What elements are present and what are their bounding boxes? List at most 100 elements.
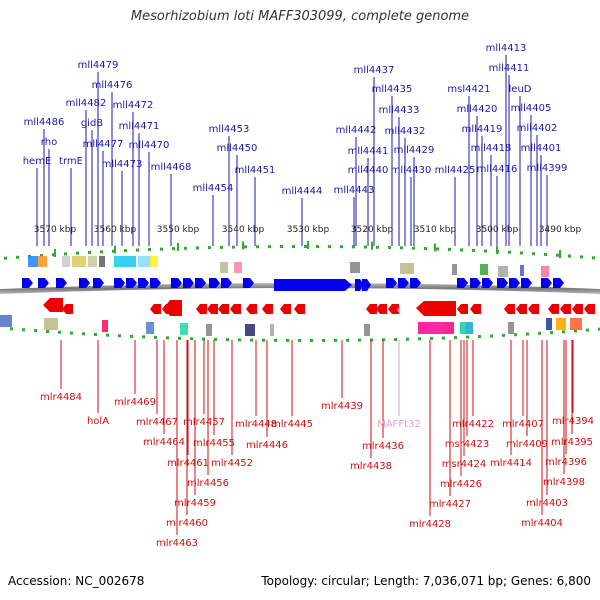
gene-label-gidb: gidB	[81, 118, 103, 129]
gene-label-mll4468: mll4468	[151, 162, 192, 173]
reverse-gene-arrow	[246, 304, 257, 314]
genome-title: Mesorhizobium loti MAFF303099, complete …	[130, 9, 470, 24]
scale-label-3540-kbp: 3540 kbp	[222, 225, 265, 235]
gene-label-mlr4467: mlr4467	[136, 417, 178, 428]
ring-dot	[376, 245, 379, 249]
scale-label-3530-kbp: 3530 kbp	[287, 225, 330, 235]
gene-label-mll4419: mll4419	[462, 124, 503, 135]
scale-label-3560-kbp: 3560 kbp	[94, 225, 137, 235]
feature-block	[150, 256, 158, 267]
ring-dot	[202, 337, 205, 341]
gene-label-mll4411: mll4411	[489, 63, 530, 74]
scale-label-3510-kbp: 3510 kbp	[414, 225, 457, 235]
gene-label-mlr4446: mlr4446	[246, 440, 288, 451]
forward-gene-arrow	[126, 278, 137, 288]
scale-label-3520-kbp: 3520 kbp	[351, 225, 394, 235]
feature-block	[99, 256, 105, 267]
forward-leader-lines	[36, 55, 548, 246]
gene-label-mll4402: mll4402	[517, 123, 558, 134]
outer-dotted-ring	[4, 245, 595, 260]
ring-dot	[460, 248, 463, 252]
reverse-gene-labels: mlr4484holAmlr4469mlr4467mlr4464mlr4461m…	[40, 392, 594, 549]
forward-gene-arrow	[114, 278, 125, 288]
reverse-gene-arrow	[528, 304, 539, 314]
forward-gene-arrow	[221, 278, 232, 288]
gene-label-mlr4396: mlr4396	[545, 457, 587, 468]
forward-gene-arrow	[150, 278, 161, 288]
ring-dot	[214, 337, 217, 341]
gene-label-mll4420: mll4420	[457, 104, 498, 115]
feature-block	[138, 256, 150, 267]
ring-dot	[316, 245, 319, 249]
ring-dot	[76, 251, 79, 255]
reverse-gene-large	[416, 301, 456, 316]
ring-dot	[478, 335, 481, 339]
forward-gene-arrow	[56, 278, 67, 288]
ring-dot	[298, 338, 301, 342]
gene-label-mafft32: MAFFt32	[377, 419, 421, 430]
ring-dot	[508, 250, 511, 254]
gene-label-mlr4404: mlr4404	[521, 518, 563, 529]
ring-dot	[112, 249, 115, 253]
gene-label-msr4424: msr4424	[442, 459, 487, 470]
feature-block	[452, 264, 457, 275]
reverse-gene-large	[164, 300, 182, 316]
reverse-feature-blocks	[0, 315, 582, 336]
ring-dot	[418, 337, 421, 341]
gene-label-mll4418: mll4418	[471, 143, 512, 154]
scale-label-3550-kbp: 3550 kbp	[157, 225, 200, 235]
ring-dot	[52, 253, 55, 257]
reverse-gene-arrow	[548, 304, 559, 314]
ring-dot	[550, 331, 553, 335]
forward-gene-arrow	[541, 278, 552, 288]
gene-label-mll4430: mll4430	[391, 165, 432, 176]
ring-dot	[142, 335, 145, 339]
gene-label-mll4444: mll4444	[282, 186, 323, 197]
reverse-gene-arrow	[207, 304, 218, 314]
gene-label-mll4470: mll4470	[129, 140, 170, 151]
forward-feature-blocks	[28, 256, 549, 277]
ring-dot	[172, 247, 175, 251]
gene-label-mll4477: mll4477	[83, 139, 124, 150]
feature-block	[418, 322, 444, 334]
ring-dot	[532, 252, 535, 256]
ring-dot	[598, 327, 600, 331]
ring-dot	[322, 338, 325, 342]
ring-dot	[256, 245, 259, 249]
feature-block	[460, 322, 467, 334]
forward-gene-arrow	[38, 278, 49, 288]
gene-label-mll4433: mll4433	[379, 105, 420, 116]
feature-block	[72, 256, 86, 267]
accession-text: Accession: NC_002678	[8, 574, 145, 588]
ring-dot	[274, 338, 277, 342]
gene-label-mll4482: mll4482	[66, 98, 107, 109]
gene-label-mlr4395: mlr4395	[551, 437, 593, 448]
ring-dot	[148, 248, 151, 252]
gene-label-mlr4452: mlr4452	[211, 458, 253, 469]
gene-label-mll4416: mll4416	[477, 164, 518, 175]
feature-block	[0, 315, 12, 327]
feature-block	[520, 265, 524, 276]
ring-dot	[106, 333, 109, 337]
ring-dot	[580, 255, 583, 259]
gene-label-msl4421: msl4421	[447, 84, 490, 95]
reverse-gene-arrow	[230, 304, 241, 314]
forward-gene-arrow	[171, 278, 182, 288]
ring-dot	[40, 254, 43, 258]
forward-gene-arrow	[497, 278, 508, 288]
reverse-gene-arrow	[150, 304, 161, 314]
ring-dot	[394, 337, 397, 341]
gene-label-mll4473: mll4473	[102, 159, 143, 170]
feature-block	[444, 322, 454, 334]
ring-dot	[70, 331, 73, 335]
ring-dot	[346, 338, 349, 342]
reverse-gene-arrow	[280, 304, 291, 314]
gene-label-mll4440: mll4440	[348, 165, 389, 176]
forward-gene-arrow	[93, 278, 104, 288]
feature-block	[546, 318, 552, 330]
forward-gene-arrow	[243, 278, 254, 288]
ring-dot	[328, 245, 331, 249]
gene-label-mll4425: mll4425	[435, 165, 476, 176]
reverse-strand-genes	[43, 298, 595, 316]
